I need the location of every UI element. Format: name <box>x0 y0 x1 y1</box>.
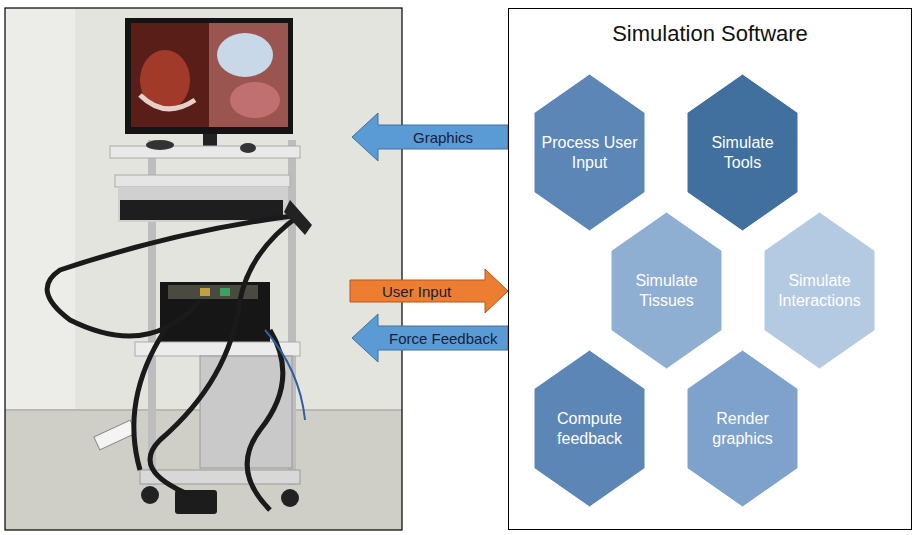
arrow-label: User Input <box>382 283 451 300</box>
hexagon-label: Render graphics <box>693 409 792 449</box>
feedback-arrow <box>352 314 508 362</box>
software-panel: Simulation SoftwareProcess User InputSim… <box>508 8 912 530</box>
hexagon-label: Simulate Tissues <box>617 271 716 311</box>
process-hexagon: Simulate Tissues <box>610 211 723 370</box>
process-hexagon: Process User Input <box>533 73 646 232</box>
hexagon-label: Simulate Tools <box>693 133 792 173</box>
hexagon-shape <box>533 349 646 508</box>
arrow-label: Graphics <box>413 129 473 146</box>
hexagon-shape <box>686 73 799 232</box>
hexagon-label: Simulate Interactions <box>770 271 869 311</box>
hexagon-shape <box>763 211 876 370</box>
graphics-arrow <box>352 113 508 161</box>
process-hexagon: Compute feedback <box>533 349 646 508</box>
process-hexagon: Render graphics <box>686 349 799 508</box>
arrow-label: Force Feedback <box>389 330 497 347</box>
hexagon-label: Process User Input <box>540 133 639 173</box>
input-arrow <box>350 269 508 313</box>
hexagon-shape <box>686 349 799 508</box>
process-hexagon: Simulate Interactions <box>763 211 876 370</box>
process-hexagon: Simulate Tools <box>686 73 799 232</box>
hexagon-shape <box>533 73 646 232</box>
hexagon-shape <box>610 211 723 370</box>
hexagon-label: Compute feedback <box>540 409 639 449</box>
panel-title: Simulation Software <box>509 21 911 47</box>
simulator-photo <box>5 8 402 530</box>
